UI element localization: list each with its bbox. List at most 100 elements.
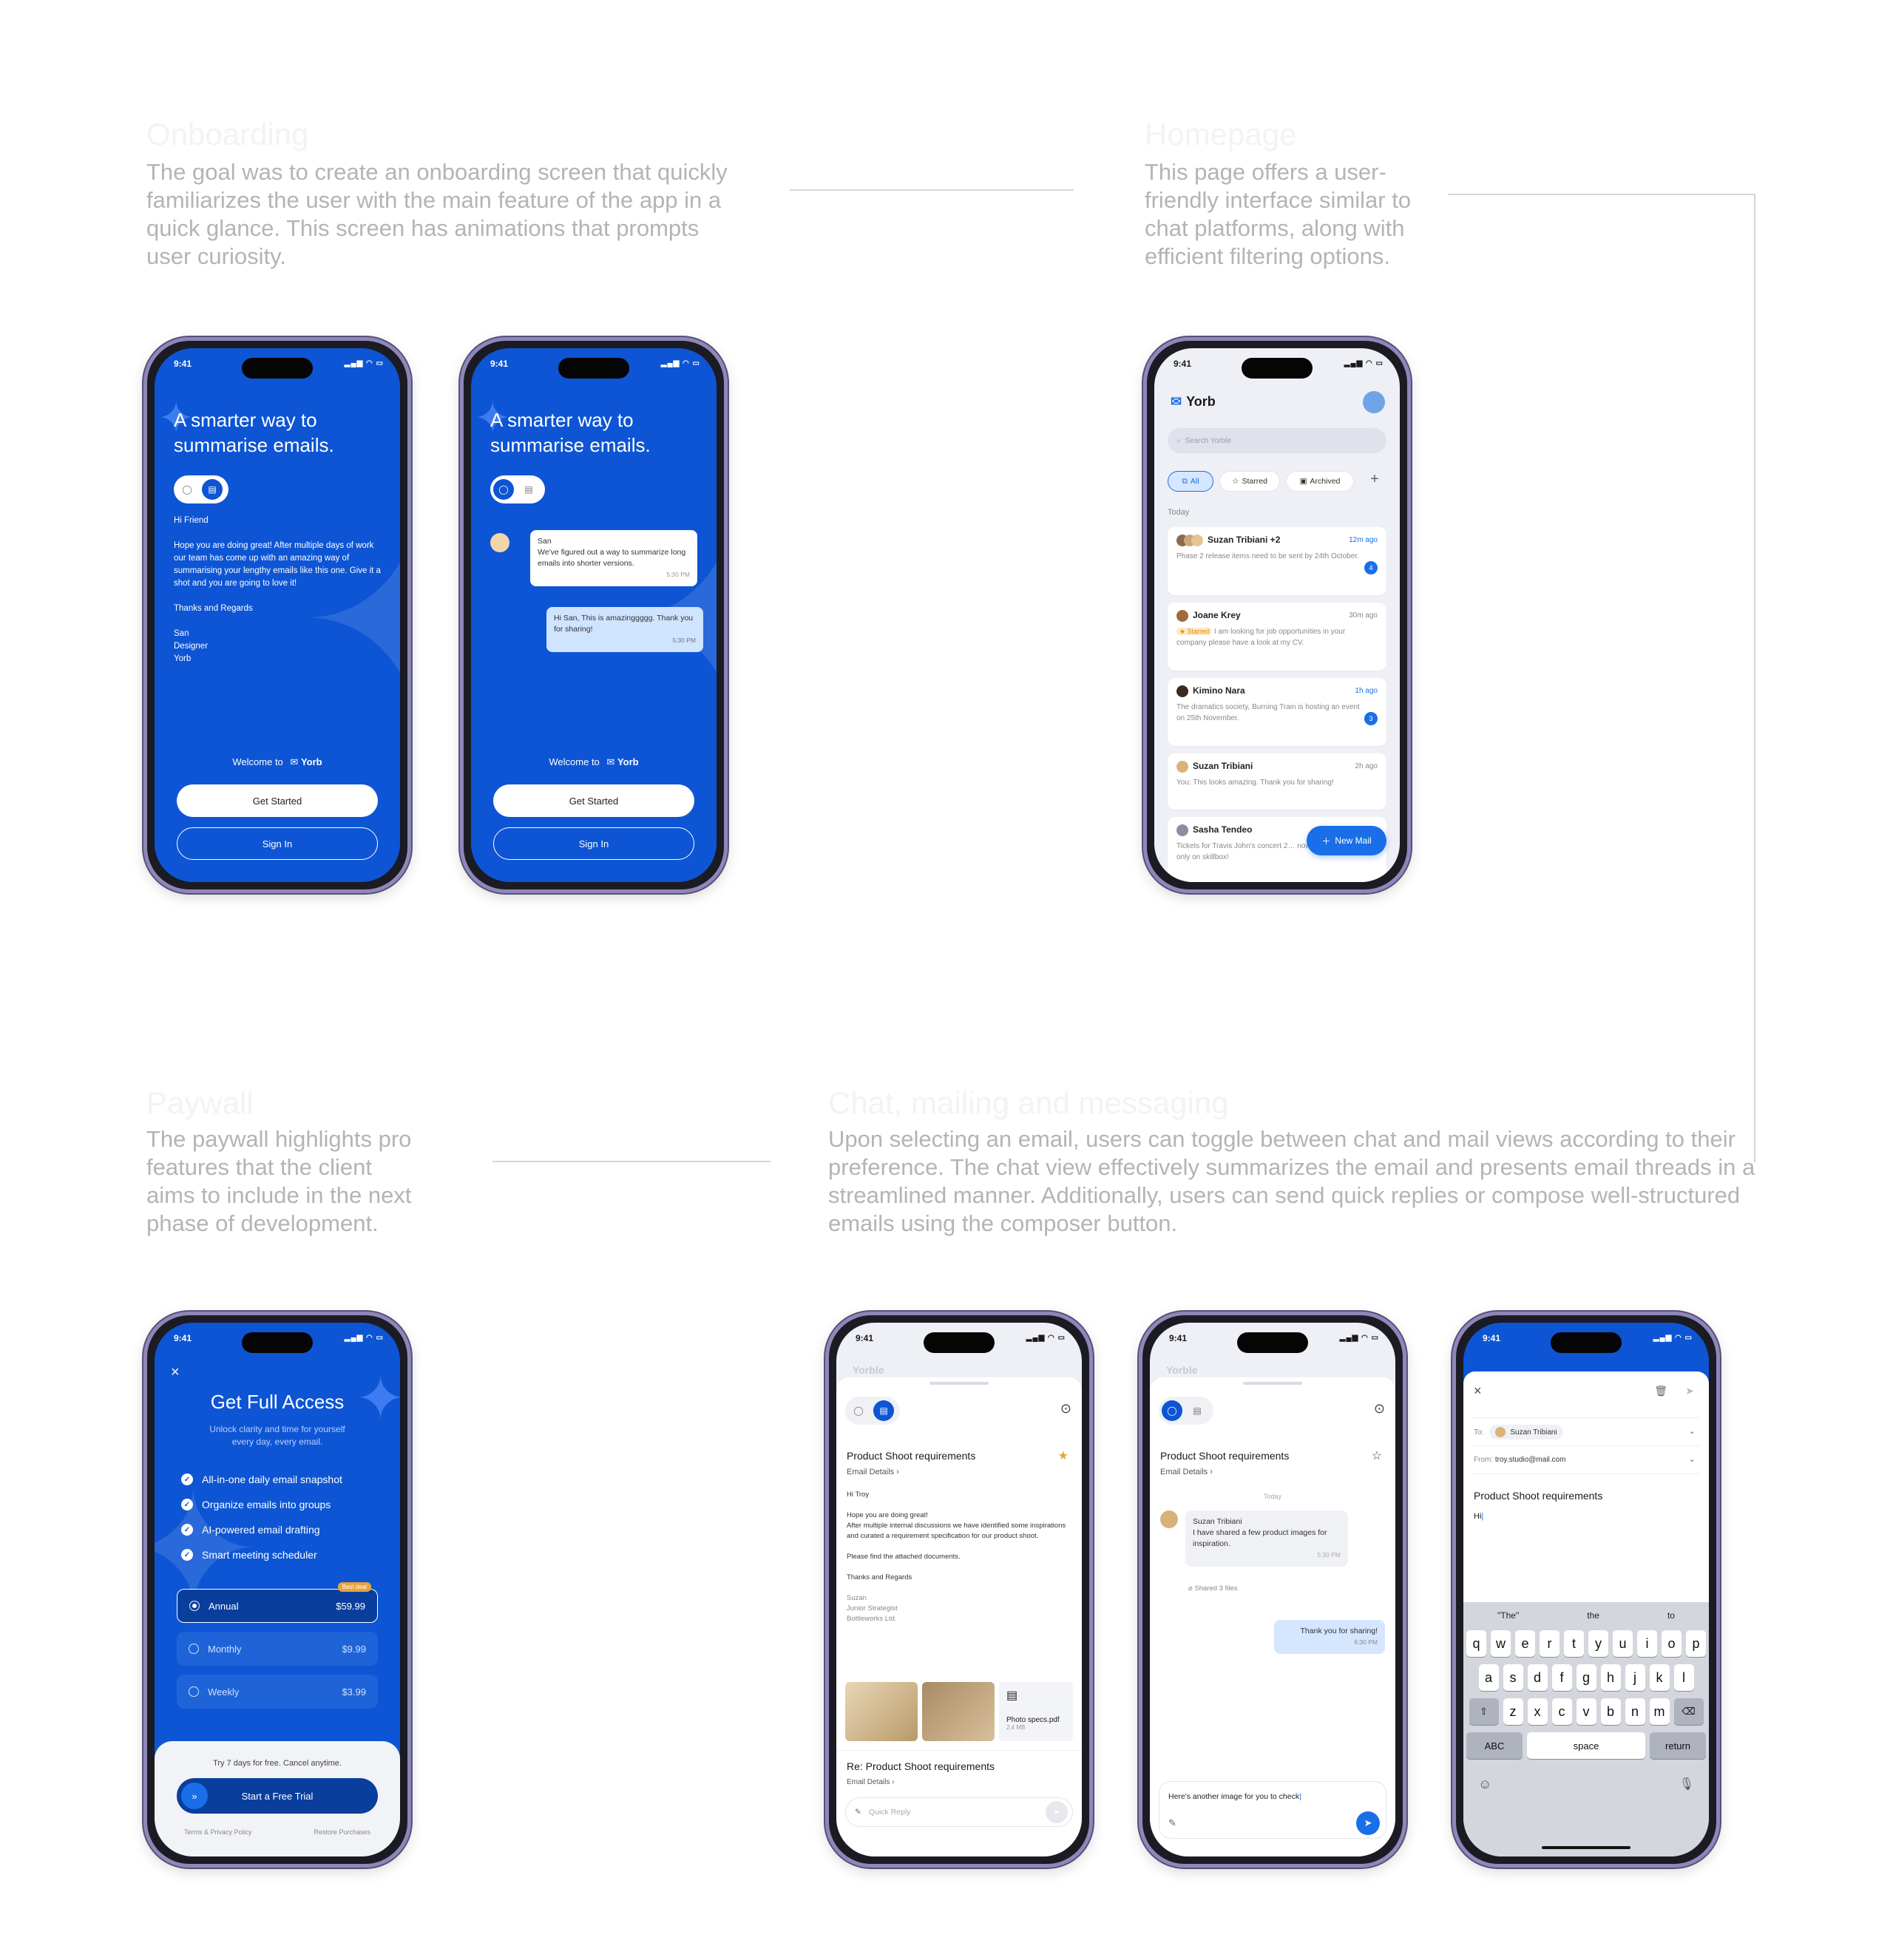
quick-reply-input[interactable]: ✎ Quick Reply ➤ [845, 1797, 1073, 1827]
key[interactable]: o [1662, 1630, 1682, 1657]
body-field[interactable]: Hi| [1474, 1512, 1484, 1521]
add-filter-button[interactable]: + [1370, 471, 1379, 487]
compose-icon[interactable]: ✎ [1168, 1817, 1176, 1828]
list-item[interactable]: Joane Krey 30m ago ★ Starred I am lookin… [1168, 603, 1386, 671]
key[interactable]: l [1673, 1664, 1694, 1691]
list-item[interactable]: Suzan Tribiani +2 12m ago Phase 2 releas… [1168, 527, 1386, 595]
shared-files[interactable]: ⌀ Shared 3 files [1188, 1584, 1237, 1593]
key[interactable]: r [1540, 1630, 1560, 1657]
send-icon[interactable]: ➤ [1356, 1811, 1380, 1835]
star-icon[interactable]: ★ [1057, 1450, 1069, 1462]
more-icon[interactable]: ⊙ [1060, 1401, 1071, 1416]
chevron-down-icon[interactable]: ⌄ [1688, 1427, 1696, 1436]
key[interactable]: n [1625, 1698, 1645, 1725]
attachment-file[interactable]: ▤ Photo specs.pdf 2.4 MB [999, 1682, 1073, 1741]
key[interactable]: s [1503, 1664, 1523, 1691]
key[interactable]: i [1637, 1630, 1657, 1657]
plan-weekly[interactable]: Weekly$3.99 [177, 1675, 378, 1709]
profile-avatar[interactable] [1363, 391, 1385, 413]
star-outline-icon[interactable]: ☆ [1371, 1450, 1382, 1462]
sheet-handle[interactable] [1243, 1382, 1302, 1385]
key[interactable]: d [1527, 1664, 1548, 1691]
key[interactable]: k [1649, 1664, 1670, 1691]
next-mail-subject[interactable]: Re: Product Shoot requirements [847, 1760, 995, 1772]
subject-field[interactable]: Product Shoot requirements [1474, 1490, 1603, 1502]
reply-input[interactable]: Here's another image for you to check| [1168, 1792, 1301, 1801]
chat-icon[interactable]: ◯ [853, 1405, 864, 1416]
attachment-image[interactable] [922, 1682, 995, 1741]
key[interactable]: j [1625, 1664, 1645, 1691]
view-toggle[interactable]: ◯ ▤ [1159, 1397, 1213, 1425]
suggestion[interactable]: to [1667, 1610, 1675, 1621]
key[interactable]: z [1503, 1698, 1523, 1725]
filter-all[interactable]: ⧉All [1168, 471, 1213, 492]
suggestion[interactable]: the [1587, 1610, 1599, 1621]
new-mail-button[interactable]: ＋New Mail [1307, 826, 1386, 855]
trash-icon[interactable]: 🗑 [1654, 1385, 1667, 1397]
sheet-handle[interactable] [929, 1382, 989, 1385]
more-icon[interactable]: ⊙ [1373, 1401, 1385, 1416]
sign-in-button[interactable]: Sign In [493, 827, 694, 860]
recipient-chip[interactable]: Suzan Tribiani [1489, 1425, 1563, 1440]
mail-view-icon[interactable]: ▤ [1193, 1405, 1202, 1416]
key[interactable]: u [1613, 1630, 1633, 1657]
key[interactable]: f [1551, 1664, 1572, 1691]
key[interactable]: c [1551, 1698, 1572, 1725]
key[interactable]: q [1466, 1630, 1486, 1657]
key[interactable]: v [1576, 1698, 1596, 1725]
emoji-icon[interactable]: ☺ [1478, 1777, 1492, 1791]
start-trial-button[interactable]: » Start a Free Trial [177, 1778, 378, 1814]
chat-icon[interactable]: ◯ [493, 479, 514, 500]
mail-view-icon[interactable]: ▤ [524, 484, 533, 495]
chat-icon[interactable]: ◯ [1162, 1400, 1182, 1421]
view-toggle[interactable]: ◯ ▤ [490, 475, 545, 503]
shift-key[interactable]: ⇧ [1469, 1698, 1499, 1725]
plan-monthly[interactable]: Monthly$9.99 [177, 1632, 378, 1666]
terms-link[interactable]: Terms & Privacy Policy [184, 1828, 252, 1836]
abc-key[interactable]: ABC [1466, 1732, 1523, 1759]
backspace-key[interactable]: ⌫ [1673, 1698, 1704, 1725]
send-icon[interactable]: ➤ [1685, 1385, 1694, 1397]
close-icon[interactable]: × [171, 1364, 180, 1380]
view-toggle[interactable]: ◯ ▤ [174, 475, 228, 503]
email-details-link[interactable]: Email Details › [847, 1778, 894, 1784]
email-details-link[interactable]: Email Details › [1160, 1468, 1213, 1476]
sign-in-button[interactable]: Sign In [177, 827, 378, 860]
email-details-link[interactable]: Email Details › [847, 1468, 899, 1476]
compose-icon[interactable]: ✎ [855, 1808, 861, 1817]
key[interactable]: g [1576, 1664, 1596, 1691]
to-field[interactable]: To: Suzan Tribiani [1474, 1425, 1563, 1440]
from-field[interactable]: From: troy.studio@mail.com [1474, 1456, 1565, 1464]
chat-icon[interactable]: ◯ [182, 484, 192, 495]
close-icon[interactable]: × [1474, 1383, 1482, 1398]
key[interactable]: w [1491, 1630, 1511, 1657]
send-icon[interactable]: ➤ [1046, 1801, 1068, 1823]
plan-annual[interactable]: Annual$59.99 Best deal [177, 1582, 378, 1623]
view-toggle[interactable]: ◯ ▤ [845, 1397, 900, 1425]
list-item[interactable]: Suzan Tribiani 2h ago You: This looks am… [1168, 753, 1386, 810]
key[interactable]: y [1588, 1630, 1608, 1657]
return-key[interactable]: return [1650, 1732, 1706, 1759]
reply-composer[interactable]: Here's another image for you to check| ✎… [1159, 1781, 1386, 1839]
key[interactable]: x [1527, 1698, 1548, 1725]
mail-view-icon[interactable]: ▤ [202, 479, 223, 500]
space-key[interactable]: space [1527, 1732, 1645, 1759]
key[interactable]: t [1564, 1630, 1584, 1657]
filter-archived[interactable]: ▣Archived [1286, 471, 1354, 492]
key[interactable]: e [1515, 1630, 1535, 1657]
list-item[interactable]: Kimino Nara 1h ago The dramatics society… [1168, 678, 1386, 746]
microphone-icon[interactable]: 🎙 [1679, 1778, 1694, 1791]
filter-starred[interactable]: ☆Starred [1219, 471, 1280, 492]
attachment-image[interactable] [845, 1682, 918, 1741]
key[interactable]: h [1600, 1664, 1621, 1691]
search-bar[interactable]: ⌕ Search Yorble [1168, 428, 1386, 453]
suggestion[interactable]: "The" [1497, 1610, 1520, 1621]
key[interactable]: p [1686, 1630, 1706, 1657]
key[interactable]: m [1649, 1698, 1670, 1725]
mail-view-icon[interactable]: ▤ [873, 1400, 894, 1421]
restore-link[interactable]: Restore Purchases [314, 1828, 370, 1836]
key[interactable]: a [1478, 1664, 1499, 1691]
get-started-button[interactable]: Get Started [177, 784, 378, 817]
chevron-down-icon[interactable]: ⌄ [1688, 1455, 1696, 1464]
key[interactable]: b [1600, 1698, 1621, 1725]
